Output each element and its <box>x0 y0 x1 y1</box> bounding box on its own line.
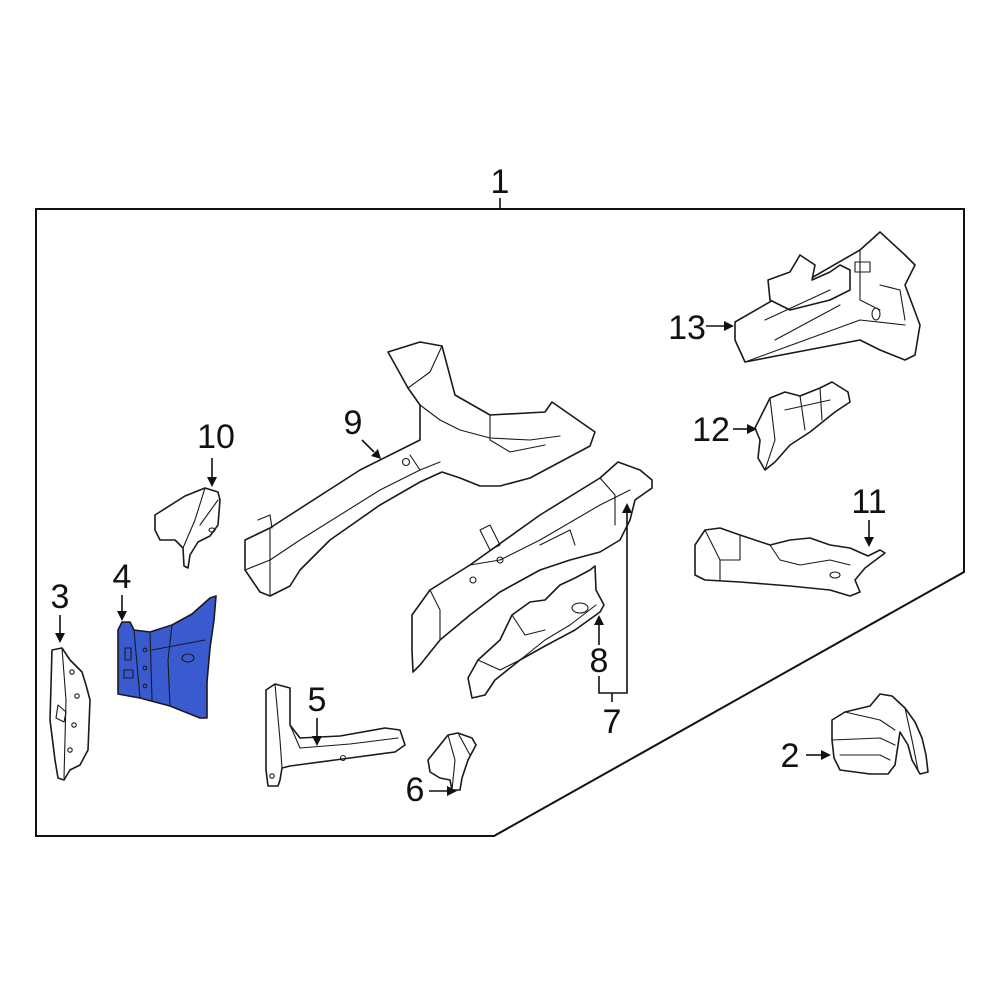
callout-6: 6 <box>406 771 425 809</box>
part-4-highlighted-panel[interactable] <box>117 595 217 719</box>
part-10-small-bracket[interactable] <box>154 487 221 569</box>
callout-13: 13 <box>668 309 706 347</box>
leader-lines <box>55 321 874 796</box>
part-8-reinforcement[interactable] <box>467 565 605 699</box>
part-5-extension[interactable] <box>265 683 406 787</box>
part-9-frame-rail[interactable] <box>244 341 596 597</box>
part-6-small-support[interactable] <box>427 732 477 791</box>
callout-8: 8 <box>590 642 609 680</box>
assembly-frame <box>35 208 965 837</box>
callout-7: 7 <box>603 703 622 741</box>
part-7-side-rail[interactable] <box>411 461 653 673</box>
callout-12: 12 <box>692 411 730 449</box>
callout-10: 10 <box>197 418 235 456</box>
callout-2: 2 <box>781 737 800 775</box>
callout-9: 9 <box>344 404 363 442</box>
part-3-bracket-plate[interactable] <box>49 647 91 781</box>
callout-4: 4 <box>113 558 132 596</box>
part-11-lower-bracket[interactable] <box>694 527 886 597</box>
part-12-bracket[interactable] <box>754 381 851 471</box>
part-2-housing[interactable] <box>831 693 929 775</box>
callout-11: 11 <box>851 483 886 521</box>
callout-3: 3 <box>51 578 70 616</box>
part-13-rail-assembly[interactable] <box>734 231 921 363</box>
callout-5: 5 <box>308 681 327 719</box>
callout-1: 1 <box>491 163 510 201</box>
